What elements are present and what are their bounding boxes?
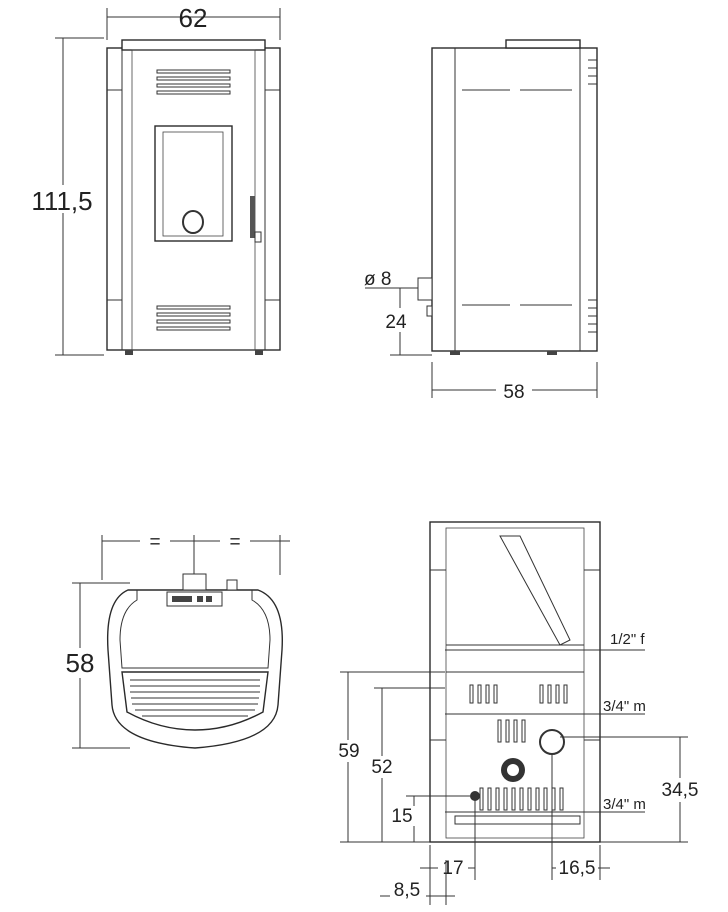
rear-vents-lower [479,787,564,811]
viewing-port-icon [182,210,204,234]
flue-outlet [417,277,433,301]
top-equal-left-label: = [149,532,160,553]
rear-duct [499,535,571,646]
fitting-top-label: 1/2" f [610,631,645,648]
width-17-label: 17 [442,858,463,879]
top-depth-label: 58 [66,648,95,678]
height-52-label: 52 [371,757,392,778]
height-15-label: 15 [391,806,412,827]
height-345-label: 34,5 [662,780,699,801]
fitting-mid-label: 3/4" m [603,698,646,715]
outlet-height-label: 24 [385,312,407,333]
top-grille [130,679,260,717]
outlet-diameter-label: ø 8 [364,269,391,290]
fitting-low-label: 3/4" m [603,796,646,813]
top-view: = = 58 [58,530,290,749]
control-panel [166,591,223,607]
water-fitting-circle [539,729,565,755]
front-bottom-grille [156,305,231,331]
side-body [431,47,598,352]
side-view: ø 8 24 58 [364,39,598,403]
rear-vents-upper [469,684,568,743]
side-depth-label: 58 [503,382,524,403]
front-top-grille [156,69,231,95]
width-165-label: 16,5 [559,858,596,879]
top-equal-right-label: = [229,532,240,553]
front-height-label: 111,5 [31,186,92,216]
height-59-label: 59 [338,741,359,762]
rear-view: 1/2" f 3/4" m 3/4" m 59 52 15 34,5 17 [336,521,704,905]
front-view: 62 111,5 [31,3,281,356]
front-width-label: 62 [179,3,208,33]
width-85-label: 8,5 [394,880,420,901]
front-glass-window [154,125,233,242]
top-flue-outlet [182,573,207,591]
